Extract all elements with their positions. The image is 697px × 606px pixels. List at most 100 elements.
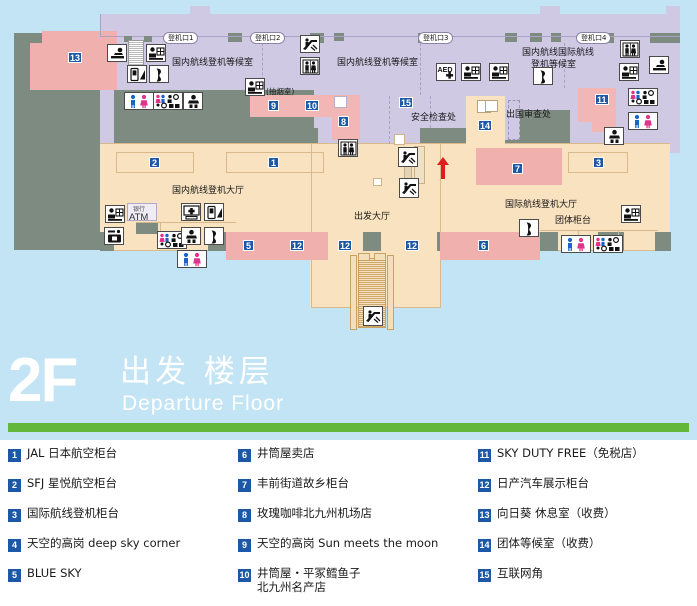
legend-badge: 3 — [8, 509, 21, 522]
restroom-icon[interactable] — [561, 235, 591, 253]
map-badge-5[interactable]: 12 — [290, 240, 305, 251]
label-immigration: 出国审查处 — [506, 110, 552, 120]
list-item[interactable]: 6 井筒屋卖店 — [238, 446, 470, 476]
map-badge-12-right[interactable]: 12 — [405, 240, 420, 251]
list-item[interactable]: 14 团体等候室（收费） — [478, 536, 693, 566]
list-item[interactable]: 1 JAL 日本航空柜台 — [8, 446, 238, 476]
map-badge-10[interactable]: 10 — [305, 100, 320, 111]
list-item[interactable]: 12 日产汽车展示柜台 — [478, 476, 693, 506]
elevator-icon[interactable] — [620, 40, 640, 58]
escalator-icon[interactable] — [363, 306, 383, 326]
escalator-icon[interactable] — [300, 35, 320, 53]
escalator-rail-right — [387, 255, 394, 330]
map-badge-14[interactable]: 14 — [478, 120, 493, 131]
gate-4[interactable]: 登机口4 — [576, 32, 612, 44]
mobile-charging-icon[interactable] — [127, 65, 147, 83]
map-badge-6[interactable]: 6 — [478, 240, 489, 251]
telephone-icon[interactable] — [519, 219, 539, 237]
information-desk-icon[interactable] — [619, 63, 639, 81]
list-item[interactable]: 4 天空的高岗 deep sky corner — [8, 536, 238, 566]
information-desk-icon[interactable] — [105, 205, 125, 223]
label-smoking-room: (抽烟室) — [266, 87, 295, 96]
information-desk-icon[interactable] — [489, 63, 509, 81]
legend-label: 井筒屋・平冢鳕鱼子 北九州名产店 — [257, 566, 361, 594]
nursing-room-icon[interactable] — [649, 56, 669, 74]
map-badge-2[interactable]: 2 — [149, 157, 160, 168]
telephone-icon[interactable] — [204, 227, 224, 245]
legend-badge: 15 — [478, 569, 491, 582]
map-badge-7[interactable]: 7 — [512, 163, 523, 174]
accessible-restroom-icon[interactable] — [593, 235, 623, 253]
first-aid-icon[interactable] — [181, 203, 201, 221]
aed-icon[interactable]: AED — [436, 63, 456, 81]
information-desk-icon[interactable] — [461, 63, 481, 81]
hall-outline — [100, 143, 670, 144]
floor-map: 13 9 10 8 11 14 7 3 2 1 5 12 6 12 12 15 — [0, 0, 697, 340]
accessible-restroom-icon[interactable] — [628, 88, 658, 106]
concourse-divider — [389, 96, 390, 144]
concourse-wall — [100, 36, 680, 37]
baby-changing-icon[interactable] — [604, 127, 624, 145]
label-departure-hall: 出发大厅 — [354, 212, 391, 222]
elevator-icon[interactable] — [300, 57, 320, 75]
map-badge-8[interactable]: 8 — [338, 116, 349, 127]
map-badge-4[interactable]: 5 — [243, 240, 254, 251]
map-badge-11[interactable]: 11 — [595, 94, 609, 105]
list-item[interactable]: 13 向日葵 休息室（收费） — [478, 506, 693, 536]
restroom-icon[interactable] — [177, 250, 207, 268]
map-badge-13[interactable]: 13 — [68, 52, 83, 63]
concourse-divider — [564, 43, 565, 88]
legend-badge: 1 — [8, 449, 21, 462]
telephone-icon[interactable] — [149, 65, 169, 83]
svg-text:银行: 银行 — [133, 205, 145, 213]
list-item[interactable]: 15 互联网角 — [478, 566, 693, 596]
mobile-charging-icon[interactable] — [204, 203, 224, 221]
map-badge-15[interactable]: 15 — [399, 97, 414, 108]
escalator-top-rail-2 — [374, 253, 386, 261]
restroom-icon[interactable] — [124, 92, 154, 110]
baby-changing-icon[interactable] — [183, 92, 203, 110]
accessible-restroom-icon[interactable] — [153, 92, 183, 110]
legend-badge: 6 — [238, 449, 251, 462]
legend-badge: 10 — [238, 569, 251, 582]
retail-13b — [30, 43, 50, 90]
telephone-icon[interactable] — [533, 67, 553, 85]
list-item[interactable]: 11 SKY DUTY FREE（免税店） — [478, 446, 693, 476]
legend-label: 天空的高岗 deep sky corner — [27, 536, 181, 550]
counter-grid — [160, 222, 161, 234]
gate-1[interactable]: 登机口1 — [163, 32, 199, 44]
list-item[interactable]: 10 井筒屋・平冢鳕鱼子 北九州名产店 — [238, 566, 470, 606]
escalator-icon[interactable] — [399, 178, 419, 198]
counter-3-outline — [627, 152, 628, 172]
pillar — [505, 33, 517, 42]
label-domestic-departure-hall: 国内航线登机大厅 — [172, 186, 245, 196]
information-desk-icon[interactable] — [621, 205, 641, 223]
gate-2[interactable]: 登机口2 — [250, 32, 286, 44]
map-badge-12-left[interactable]: 12 — [338, 240, 353, 251]
legend-label: 丰前街道故乡柜台 — [257, 476, 349, 490]
map-badge-3[interactable]: 3 — [593, 157, 604, 168]
information-desk-icon[interactable] — [245, 78, 265, 96]
stairs-landing — [124, 36, 132, 42]
restroom-icon[interactable] — [628, 112, 658, 130]
list-item[interactable]: 7 丰前街道故乡柜台 — [238, 476, 470, 506]
legend-label: 向日葵 休息室（收费） — [497, 506, 616, 520]
map-badge-9[interactable]: 9 — [268, 100, 279, 111]
legend-label: 玫瑰咖啡北九州机场店 — [257, 506, 372, 520]
escalator-icon[interactable] — [398, 147, 418, 167]
label-group-counter: 团体柜台 — [555, 216, 592, 226]
list-item[interactable]: 3 国际航线登机柜台 — [8, 506, 238, 536]
baby-changing-icon[interactable] — [181, 227, 201, 245]
list-item[interactable]: 9 天空的高岗 Sun meets the moon — [238, 536, 470, 566]
map-badge-1[interactable]: 1 — [268, 157, 279, 168]
counter-2-outline — [116, 172, 194, 173]
list-item[interactable]: 5 BLUE SKY — [8, 566, 238, 596]
gate-3[interactable]: 登机口3 — [418, 32, 454, 44]
elevator-icon[interactable] — [338, 139, 358, 157]
list-item[interactable]: 2 SFJ 星悦航空柜台 — [8, 476, 238, 506]
baggage-icon[interactable] — [104, 227, 124, 245]
information-desk-icon[interactable] — [146, 44, 166, 62]
label-security-check: 安全检查处 — [411, 113, 457, 123]
nursing-room-icon[interactable] — [107, 44, 127, 62]
list-item[interactable]: 8 玫瑰咖啡北九州机场店 — [238, 506, 470, 536]
